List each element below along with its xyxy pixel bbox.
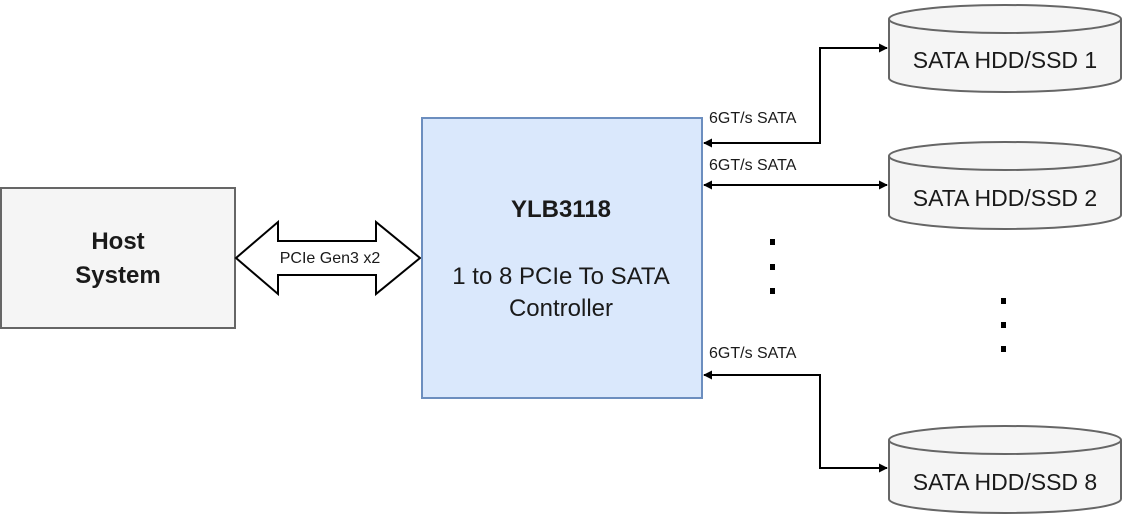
- dot: [1001, 346, 1006, 352]
- link-label: 6GT/s SATA: [709, 345, 797, 362]
- host-system-box: [0, 187, 236, 329]
- host-system-node: Host System: [0, 187, 236, 329]
- controller-box: [421, 117, 703, 399]
- pcie-bus-label: PCIe Gen3 x2: [280, 250, 381, 267]
- cylinder-top: [888, 425, 1122, 455]
- ellipsis-dots-drives: [1001, 298, 1006, 352]
- dot: [1001, 322, 1006, 328]
- sata-link-8: 6GT/s SATA: [703, 345, 888, 473]
- pcie-bus-arrow: PCIe Gen3 x2: [234, 219, 422, 297]
- controller-name: YLB3118: [511, 196, 611, 223]
- sata-link-1: 6GT/s SATA: [703, 43, 888, 148]
- cylinder-top: [888, 141, 1122, 171]
- sata-link-2: 6GT/s SATA: [703, 157, 888, 190]
- cylinder-body: [888, 19, 1122, 93]
- controller-desc-line1: 1 to 8 PCIe To SATA: [452, 263, 669, 290]
- dot: [770, 239, 775, 245]
- link-label: 6GT/s SATA: [709, 110, 797, 127]
- link-connector: [703, 43, 888, 148]
- cylinder-body: [888, 156, 1122, 230]
- double-arrow-shape: [234, 219, 422, 297]
- dot: [770, 288, 775, 294]
- drive-cylinder-8: SATA HDD/SSD 8: [888, 425, 1122, 514]
- cylinder-top: [888, 4, 1122, 34]
- drive-label: SATA HDD/SSD 1: [913, 47, 1097, 73]
- drive-label: SATA HDD/SSD 2: [913, 185, 1097, 211]
- link-connector: [703, 370, 888, 473]
- host-label-line2: System: [75, 262, 160, 289]
- host-label-line1: Host: [91, 228, 144, 255]
- drive-cylinder-2: SATA HDD/SSD 2: [888, 141, 1122, 230]
- dot: [1001, 298, 1006, 304]
- drive-label: SATA HDD/SSD 8: [913, 469, 1097, 495]
- controller-node: YLB3118 1 to 8 PCIe To SATA Controller: [421, 117, 703, 399]
- controller-desc-line2: Controller: [509, 295, 613, 322]
- ellipsis-dots-links: [770, 239, 775, 294]
- drive-cylinder-1: SATA HDD/SSD 1: [888, 4, 1122, 93]
- link-label: 6GT/s SATA: [709, 157, 797, 174]
- dot: [770, 264, 775, 270]
- cylinder-body: [888, 440, 1122, 514]
